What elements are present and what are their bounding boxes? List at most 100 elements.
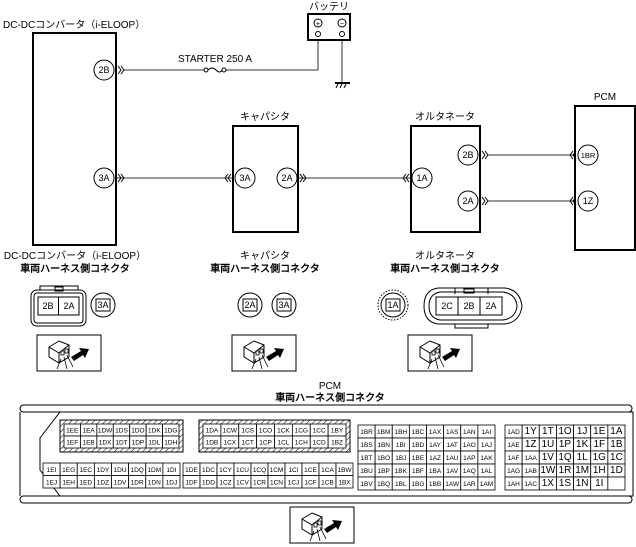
connector-view-icon	[231, 334, 297, 372]
pcm-pin-1do: 1DO	[131, 428, 144, 435]
pcm-pin-1ai: 1AI	[482, 429, 492, 436]
pcm-pin-1bc: 1BC	[412, 429, 425, 436]
dcdc-conn-pin-3a: 3A	[97, 300, 108, 310]
pcm-pin-1bw: 1BW	[337, 467, 352, 474]
dcdc-conn-pin-2b: 2B	[42, 301, 53, 311]
pcm-pin-1dh: 1DH	[164, 440, 177, 447]
pcm-pin-1ei: 1EI	[47, 467, 57, 474]
pcm-pin-1be: 1BE	[412, 455, 425, 462]
pcm-pin-1dx: 1DX	[99, 440, 112, 447]
pcm-pin-1cc: 1CC	[313, 428, 326, 435]
pcm-pin-1eh: 1EH	[62, 479, 75, 486]
pcm-pin-1co: 1CO	[259, 428, 272, 435]
pcm-pin-1dn: 1DN	[148, 479, 161, 486]
pcm-pin-1ct: 1CT	[242, 440, 254, 447]
pcm-pin-1o: 1O	[558, 426, 572, 437]
pcm-pin-1cd: 1CD	[313, 440, 326, 447]
pcm-pin-1bv: 1BV	[360, 481, 373, 488]
pcm-pin-1cg: 1CG	[295, 428, 308, 435]
pcm-pin-1bj: 1BJ	[395, 455, 406, 462]
pcm-connector-face	[19, 404, 634, 504]
pcm-pin-1ar: 1AR	[463, 481, 476, 488]
pcm-pin-1bu: 1BU	[360, 468, 373, 475]
alternator-connector-title: オルタネータ	[415, 250, 475, 262]
connector-view-icon	[36, 334, 102, 372]
pcm-pin-1ed: 1ED	[79, 479, 92, 486]
pcm-pin-1ab: 1AB	[525, 468, 537, 475]
battery-minus: −	[340, 19, 345, 28]
pcm-pin-1v: 1V	[542, 452, 555, 463]
pcm-pin-1y: 1Y	[525, 426, 538, 437]
pcm-pin-1cw: 1CW	[223, 428, 238, 435]
pcm-pin-1dp: 1DP	[132, 440, 145, 447]
dcdc-conn-pin-2a: 2A	[63, 301, 74, 311]
pcm-pin-1ds: 1DS	[115, 428, 128, 435]
dcdc-connector-title: DC-DCコンバータ（i-ELOOP）	[4, 250, 146, 262]
pcm-pin-1ao: 1AO	[463, 442, 476, 449]
pcm-pin-1au: 1AU	[446, 455, 459, 462]
alternator-pin-2b: 2B	[462, 150, 473, 160]
pcm-pin-1bn: 1BN	[377, 442, 390, 449]
pcm-pin-1bb: 1BB	[429, 481, 441, 488]
dcdc-title: DC-DCコンバータ（i-ELOOP）	[3, 19, 145, 31]
alternator-pin-2a: 2A	[462, 196, 473, 206]
pcm-pin-1cq: 1CQ	[253, 467, 266, 474]
pcm-pin-1ad: 1AD	[507, 429, 520, 436]
connector-chevron-icon	[117, 173, 125, 183]
pcm-pin-1af: 1AF	[508, 455, 520, 462]
pcm-pin-1dt: 1DT	[115, 440, 127, 447]
pcm-pin-1p: 1P	[559, 439, 572, 450]
pcm-pin-1dj: 1DJ	[166, 479, 178, 486]
pcm-pin-1av: 1AV	[446, 468, 458, 475]
connector-chevron-icon	[569, 150, 577, 160]
pcm-pin-1w: 1W	[540, 465, 556, 476]
pcm-pin-1bf: 1BF	[412, 468, 424, 475]
pcm-pin-cell	[477, 476, 496, 491]
pcm-pin-1ba: 1BA	[429, 468, 442, 475]
dcdc-pin-2b: 2B	[98, 65, 109, 75]
pcm-pin-1bt: 1BT	[361, 455, 373, 462]
pcm-connector-title: PCM	[319, 381, 341, 392]
pcm-pin-1l: 1L	[577, 452, 589, 463]
pcm-pin-1aj: 1AJ	[481, 442, 492, 449]
pcm-pin-1du: 1DU	[114, 467, 127, 474]
pcm-pin-1aa: 1AA	[525, 455, 538, 462]
pcm-pin-1z: 1Z	[583, 196, 594, 206]
pcm-pin-1bh: 1BH	[394, 429, 407, 436]
connector-view-icon	[407, 334, 473, 372]
pcm-pin-1s: 1S	[559, 478, 572, 489]
pcm-pin-cell	[327, 435, 347, 449]
capacitor-connector-title: キャパシタ	[240, 250, 290, 262]
pcm-pin-1da: 1DA	[206, 428, 219, 435]
pcm-harness-label: 車両ハーネス側コネクタ	[275, 391, 385, 404]
battery-plus: +	[316, 19, 321, 28]
pcm-pin-1ca: 1CA	[321, 467, 334, 474]
pcm-pin-1cb: 1CB	[321, 479, 334, 486]
pcm-pin-1ec: 1EC	[79, 467, 92, 474]
pcm-pin-1br: 1BR	[360, 429, 373, 436]
pcm-pin-1br: 1BR	[581, 151, 596, 160]
capacitor-title: キャパシタ	[240, 111, 290, 123]
pcm-pin-1j: 1J	[577, 426, 588, 437]
pcm-pin-1ch: 1CH	[295, 440, 308, 447]
pcm-pin-1a: 1A	[610, 426, 623, 437]
pcm-pin-1i: 1I	[595, 478, 603, 489]
fuse-label: STARTER 250 A	[178, 54, 252, 65]
pcm-box	[574, 105, 636, 251]
pcm-pin-cell	[162, 475, 181, 489]
pcm-pin-1bq: 1BQ	[377, 481, 390, 488]
pcm-pin-1cx: 1CX	[223, 440, 236, 447]
connector-chevron-icon	[402, 173, 410, 183]
pcm-pin-1dm: 1DM	[147, 467, 161, 474]
pcm-pin-1dw: 1DW	[98, 428, 113, 435]
pcm-pin-1ag: 1AG	[507, 468, 520, 475]
alternator-conn-pin-2c: 2C	[441, 301, 453, 311]
pcm-pin-1cr: 1CR	[253, 479, 266, 486]
pcm-pin-1bk: 1BK	[395, 468, 408, 475]
pcm-pin-1bm: 1BM	[377, 429, 390, 436]
pcm-pin-1m: 1M	[575, 465, 589, 476]
alternator-title: オルタネータ	[415, 111, 475, 123]
pcm-pin-1ae: 1AE	[507, 442, 520, 449]
pcm-pin-cell	[607, 476, 626, 491]
